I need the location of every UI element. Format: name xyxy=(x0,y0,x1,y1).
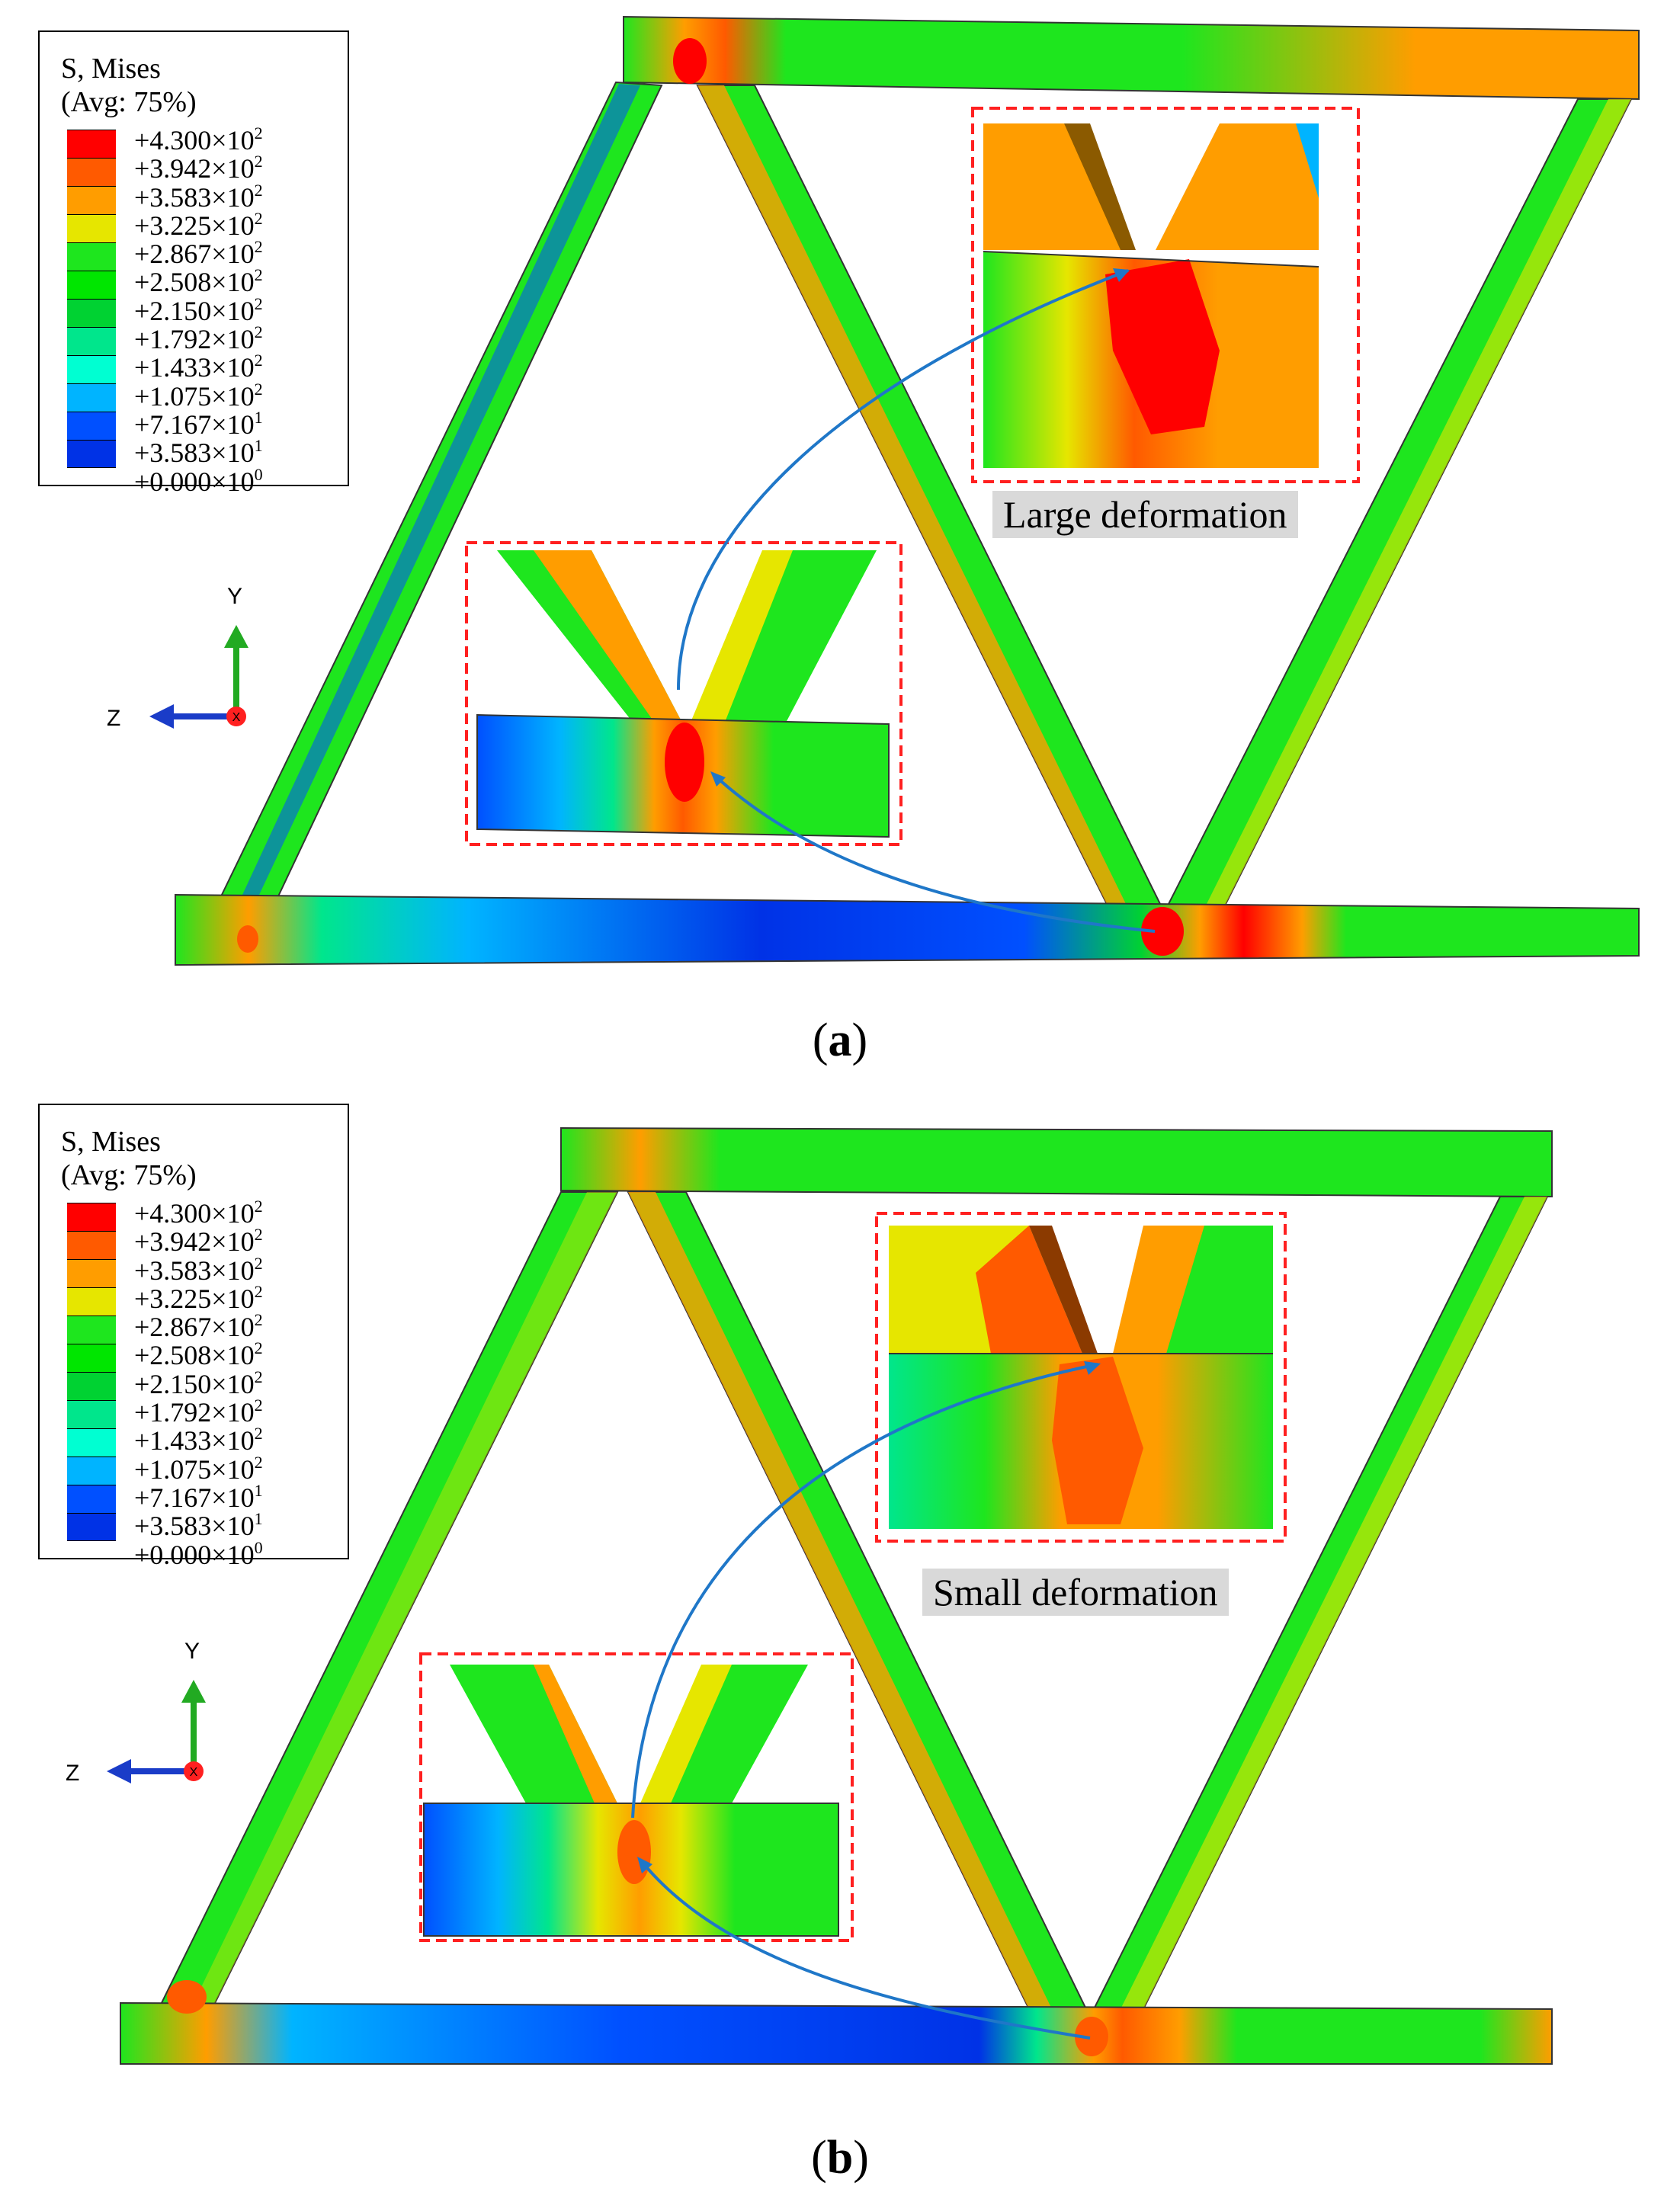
legend-value: +1.433×102 xyxy=(134,351,263,383)
legend-swatch xyxy=(67,412,116,440)
legend-value: +4.300×102 xyxy=(134,123,263,155)
legend-title: S, Mises xyxy=(61,1126,161,1158)
legend-swatch xyxy=(67,214,116,242)
legend-value: +0.000×100 xyxy=(134,464,263,497)
legend-value: +1.433×102 xyxy=(134,1424,263,1457)
legend-value: +3.225×102 xyxy=(134,1281,263,1314)
legend-colorbar xyxy=(67,130,116,468)
inset-joint-b xyxy=(419,1652,854,1942)
caption-a: (a) xyxy=(812,1014,868,1066)
legend-value: +2.150×102 xyxy=(134,1367,263,1399)
legend-swatch xyxy=(67,186,116,214)
legend-value: +3.942×102 xyxy=(134,1225,263,1258)
svg-text:X: X xyxy=(232,711,241,724)
legend-values: +4.300×102+3.942×102+3.583×102+3.225×102… xyxy=(134,1192,263,1570)
legend-swatch xyxy=(67,1344,116,1372)
bottom-chord-a xyxy=(175,893,1640,966)
legend-subtitle: (Avg: 75%) xyxy=(61,1159,197,1191)
inset-zoom-b xyxy=(875,1212,1287,1543)
legend-value: +1.075×102 xyxy=(134,379,263,412)
stress-legend-b: S, Mises (Avg: 75%) +4.300×102+3.942×102… xyxy=(38,1104,349,1570)
legend-swatch xyxy=(67,383,116,412)
legend-swatch xyxy=(67,1316,116,1344)
legend-value: +7.167×101 xyxy=(134,1480,263,1513)
bottom-chord-b xyxy=(120,2001,1553,2065)
legend-value: +2.867×102 xyxy=(134,237,263,270)
legend-value: +1.792×102 xyxy=(134,1396,263,1428)
legend-value: +3.583×101 xyxy=(134,436,263,469)
legend-swatch xyxy=(67,1231,116,1259)
arrow-to-zoom-b xyxy=(631,1363,1098,1819)
inset-zoom-a xyxy=(971,107,1360,483)
legend-swatch xyxy=(67,1372,116,1400)
legend-swatch xyxy=(67,1400,116,1428)
legend-swatch xyxy=(67,1259,116,1287)
legend-value: +3.225×102 xyxy=(134,208,263,241)
axis-y-label: Y xyxy=(184,1639,200,1664)
truss-model-a: X Y Z xyxy=(107,15,1640,966)
legend-value: +3.583×102 xyxy=(134,1253,263,1286)
legend-swatch xyxy=(67,158,116,186)
truss-model-b: X Y Z xyxy=(66,1126,1553,2065)
legend-swatch xyxy=(67,1287,116,1316)
axis-y-label: Y xyxy=(227,584,242,609)
panel-b: X Y Z S, Mises (Avg: 75%) +4.300×102+3.9… xyxy=(0,1098,1680,2208)
legend-value: +2.150×102 xyxy=(134,293,263,326)
stress-legend-a: S, Mises (Avg: 75%) +4.300×102+3.942×102… xyxy=(38,30,349,497)
legend-value: +2.867×102 xyxy=(134,1310,263,1343)
legend-colorbar xyxy=(67,1203,116,1541)
top-chord-b xyxy=(560,1126,1553,1198)
legend-swatch xyxy=(67,299,116,327)
panel-a: X Y Z S, Mises (Avg: 75%) +4.300×102+3.9… xyxy=(0,0,1680,1098)
legend-swatch xyxy=(67,271,116,299)
legend-swatch xyxy=(67,1485,116,1513)
caption-b: (b) xyxy=(811,2132,869,2184)
legend-swatch xyxy=(67,1513,116,1541)
legend-swatch xyxy=(67,130,116,158)
legend-swatch xyxy=(67,440,116,468)
legend-swatch xyxy=(67,327,116,355)
axis-triad-a: X Y Z xyxy=(107,584,248,731)
deformation-label-b: Small deformation xyxy=(922,1569,1229,1616)
legend-swatch xyxy=(67,1457,116,1485)
arrow-to-inset-a xyxy=(711,772,1156,933)
legend-value: +0.000×100 xyxy=(134,1537,263,1570)
legend-swatch xyxy=(67,242,116,271)
top-chord-a xyxy=(623,15,1640,101)
svg-text:X: X xyxy=(190,1766,198,1779)
legend-value: +4.300×102 xyxy=(134,1197,263,1229)
legend-swatch xyxy=(67,355,116,383)
axis-z-label: Z xyxy=(107,706,120,731)
legend-value: +2.508×102 xyxy=(134,1338,263,1371)
axis-triad-b: X Y Z xyxy=(66,1639,206,1786)
legend-values: +4.300×102+3.942×102+3.583×102+3.225×102… xyxy=(134,119,263,497)
deformation-label-a: Large deformation xyxy=(992,491,1298,538)
legend-value: +1.792×102 xyxy=(134,322,263,355)
legend-swatch xyxy=(67,1428,116,1457)
legend-title: S, Mises xyxy=(61,53,161,85)
legend-swatch xyxy=(67,1203,116,1231)
legend-value: +3.583×101 xyxy=(134,1509,263,1542)
legend-value: +2.508×102 xyxy=(134,265,263,298)
legend-value: +3.942×102 xyxy=(134,152,263,184)
arrow-to-inset-b xyxy=(639,1858,1091,2040)
legend-value: +7.167×101 xyxy=(134,407,263,440)
inset-joint-a xyxy=(465,541,903,846)
axis-z-label: Z xyxy=(66,1761,79,1786)
legend-subtitle: (Avg: 75%) xyxy=(61,86,197,118)
legend-value: +1.075×102 xyxy=(134,1452,263,1485)
legend-value: +3.583×102 xyxy=(134,180,263,213)
arrow-to-zoom-a xyxy=(677,269,1129,691)
